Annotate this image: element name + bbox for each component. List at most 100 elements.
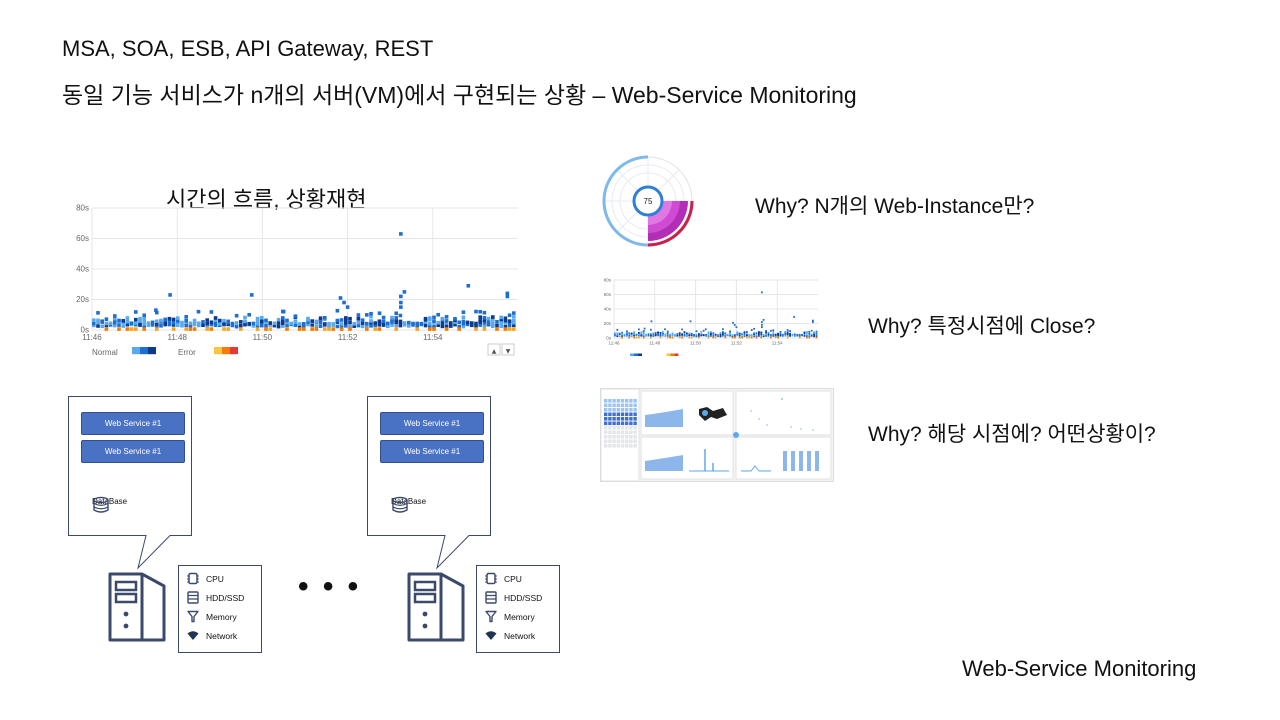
error-point [512, 327, 516, 331]
normal-point [218, 322, 222, 326]
legend-error-label: Error [652, 356, 663, 357]
y-tick-label: 40s [76, 265, 89, 274]
normal-point [390, 315, 394, 320]
normal-point [652, 335, 655, 337]
error-point [635, 336, 638, 339]
normal-point [767, 333, 770, 336]
normal-point [318, 320, 323, 325]
normal-point [306, 320, 310, 324]
normal-point [184, 315, 188, 319]
normal-point [281, 318, 285, 322]
outlier-point [664, 328, 666, 331]
normal-point [142, 322, 146, 326]
error-point [748, 336, 751, 339]
dashboard-cell [620, 444, 625, 448]
dashboard-cell [608, 444, 612, 448]
x-tick-label: 11:52 [338, 333, 358, 342]
dashboard-cell [629, 421, 633, 426]
normal-point [642, 331, 645, 334]
normal-point [786, 329, 789, 331]
normal-point [213, 318, 218, 322]
dashboard-cell [604, 408, 608, 412]
dashboard-cell [629, 403, 633, 408]
normal-point [465, 322, 470, 327]
outlier-point [812, 319, 814, 322]
normal-point [394, 316, 398, 320]
normal-point [230, 321, 235, 326]
error-point [808, 336, 811, 339]
error-point [297, 327, 302, 331]
normal-point [272, 323, 277, 328]
normal-point [419, 321, 424, 326]
normal-point [171, 323, 176, 327]
legend-page-down-button[interactable] [501, 343, 515, 356]
normal-point [765, 333, 767, 336]
normal-point [650, 328, 652, 331]
dashboard-cell [625, 412, 629, 417]
normal-point [268, 323, 272, 327]
normal-point [786, 332, 789, 335]
normal-point [765, 331, 767, 334]
normal-point [390, 320, 394, 324]
normal-point [789, 330, 791, 333]
dashboard-cell [633, 426, 637, 430]
error-point [285, 327, 289, 331]
error-point [327, 327, 331, 331]
x-tick-label: 11:48 [649, 341, 660, 346]
normal-point [373, 321, 377, 325]
error-point [365, 327, 369, 331]
normal-point [741, 332, 743, 335]
normal-point [159, 323, 163, 328]
normal-point [138, 321, 142, 326]
normal-point [134, 317, 138, 322]
normal-point [176, 316, 180, 320]
normal-point [285, 318, 289, 323]
outlier-point [249, 293, 254, 297]
normal-point [125, 316, 130, 320]
normal-point [674, 334, 676, 337]
memory-icon [485, 610, 497, 623]
normal-point [167, 319, 172, 324]
legend-page-up-button[interactable] [487, 343, 501, 356]
normal-point [176, 319, 180, 323]
web-service-1[interactable]: Web Service #1 [81, 412, 185, 435]
dashboard-cell [633, 403, 637, 408]
x-tick-label: 11:46 [82, 333, 102, 342]
normal-point [666, 330, 669, 333]
normal-point [808, 330, 811, 333]
normal-point [743, 331, 746, 334]
normal-point [623, 333, 626, 336]
normal-point [142, 316, 146, 320]
normal-point [688, 332, 691, 335]
error-point [209, 327, 214, 331]
normal-point [251, 321, 256, 326]
normal-point [698, 335, 700, 337]
normal-point [813, 331, 815, 334]
normal-point [810, 333, 813, 336]
normal-point [736, 334, 739, 337]
normal-point [717, 335, 719, 337]
dashboard-cell [612, 408, 616, 412]
dashboard-cell [620, 412, 625, 417]
web-service-2[interactable]: Web Service #1 [81, 440, 185, 463]
normal-point [348, 316, 352, 321]
normal-point [121, 324, 125, 328]
normal-point [255, 319, 260, 323]
error-point [746, 336, 748, 339]
normal-point [798, 335, 801, 338]
web-service-2[interactable]: Web Service #1 [380, 440, 484, 463]
normal-point [765, 334, 767, 337]
dashboard-cell [616, 430, 620, 435]
outlier-point [399, 232, 403, 236]
normal-point [373, 323, 377, 328]
normal-point [188, 321, 193, 326]
y-tick-label: 0s [81, 326, 89, 335]
normal-point [664, 333, 667, 336]
normal-point [444, 321, 449, 325]
normal-point [719, 332, 722, 334]
normal-point [774, 334, 777, 337]
normal-point [626, 330, 628, 333]
web-service-1[interactable]: Web Service #1 [380, 412, 484, 435]
dashboard-cell [616, 426, 620, 430]
normal-point [213, 321, 218, 326]
